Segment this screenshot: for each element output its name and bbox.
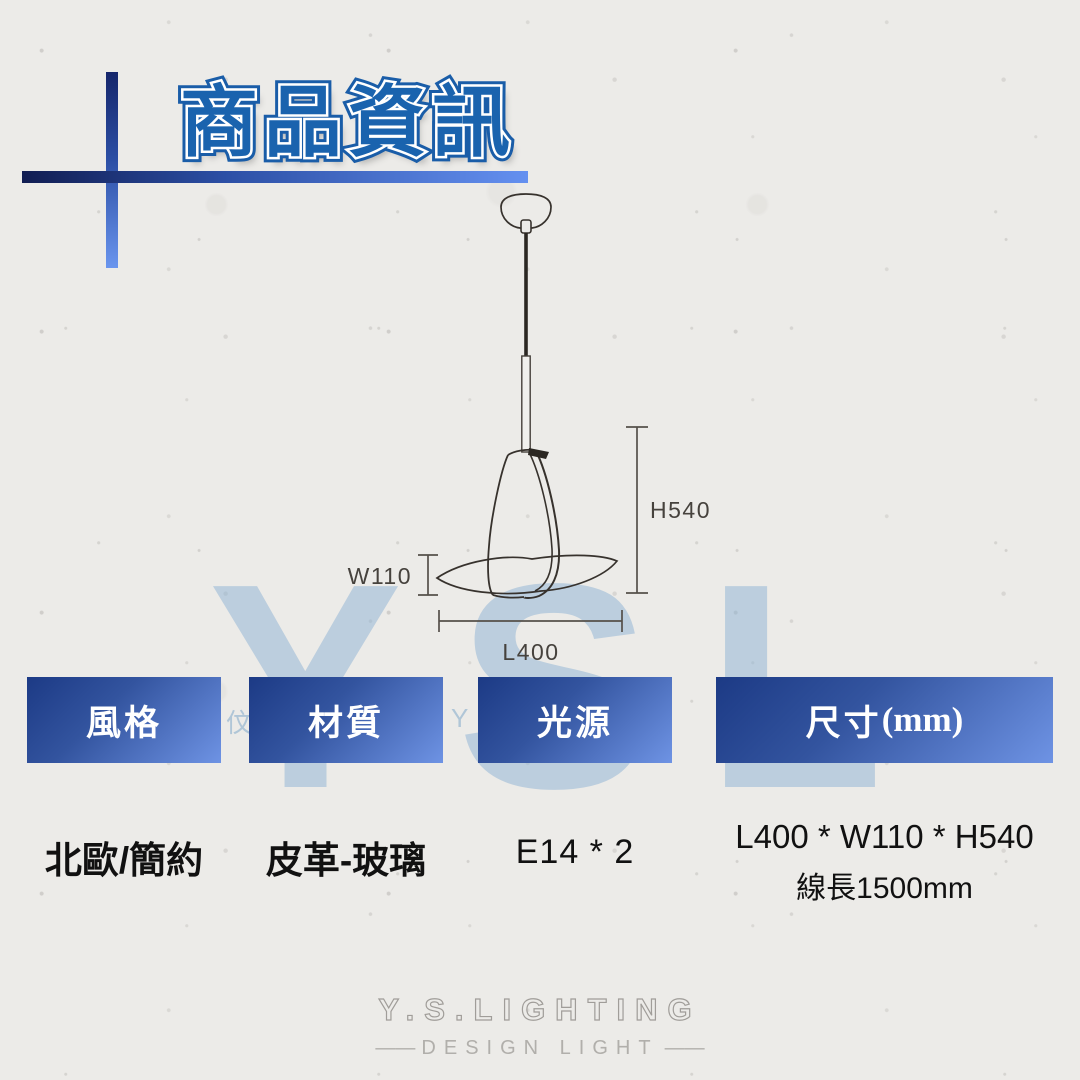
- brand-name: Y.S.LIGHTING: [378, 991, 702, 1027]
- spec-value-dimensions-line1: L400 * W110 * H540: [735, 818, 1034, 855]
- dim-h-label: H540: [650, 497, 711, 523]
- brand-tagline: DESIGN LIGHT: [421, 1037, 659, 1059]
- shade-left-edge: [487, 454, 509, 596]
- shade-bottom-edge: [492, 594, 525, 599]
- spec-header-light-source-label: 光源: [536, 703, 613, 743]
- spec-header-style: 風格: [27, 677, 221, 763]
- footer-logo: Y.S.LIGHTING —— DESIGN LIGHT ——: [0, 991, 1080, 1060]
- spec-header-style-label: 風格: [85, 703, 162, 743]
- spec-value-material: 皮革-玻璃: [265, 840, 427, 881]
- strap-inner-edge: [528, 451, 553, 592]
- spec-value-style: 北歐/簡約: [44, 840, 204, 881]
- page-title-text: 商品資訊: [180, 78, 517, 166]
- brand-tagline-row: —— DESIGN LIGHT ——: [0, 1037, 1080, 1060]
- page-title-outline: 商品資訊: [174, 76, 517, 169]
- dim-w-label: W110: [348, 563, 412, 589]
- stem-rod: [521, 355, 531, 453]
- glass-dish: [435, 554, 619, 595]
- spec-header-material-label: 材質: [307, 703, 384, 743]
- spec-header-dimensions-label-cn: 尺寸: [805, 703, 882, 743]
- strap-top-cap: [528, 448, 549, 459]
- header-horizontal-accent-bar: [22, 171, 528, 183]
- spec-header-dimensions: 尺寸(mm): [716, 677, 1053, 763]
- spec-value-dimensions: L400 * W110 * H540 線長1500mm: [716, 818, 1053, 907]
- watermark-fragment-left: 伩: [226, 708, 253, 738]
- spec-value-light-source: E14 * 2: [515, 833, 635, 871]
- page-title-inner-stroke: 商品資訊: [177, 78, 517, 166]
- spec-header-material: 材質: [249, 677, 443, 763]
- tagline-dash-left: ——: [375, 1037, 416, 1059]
- cord-connector: [520, 219, 532, 234]
- watermark-fragment-right: Y: [451, 703, 469, 733]
- canopy-outline: [500, 193, 552, 229]
- spec-value-dimensions-line2: 線長1500mm: [796, 872, 973, 905]
- tagline-dash-right: ——: [664, 1037, 705, 1059]
- strap-outer-edge: [522, 450, 561, 599]
- header-vertical-accent-bar: [106, 72, 118, 268]
- spec-header-dimensions-label-en: (mm): [881, 700, 964, 739]
- spec-header-light-source: 光源: [478, 677, 672, 763]
- dim-l-label: L400: [502, 639, 559, 665]
